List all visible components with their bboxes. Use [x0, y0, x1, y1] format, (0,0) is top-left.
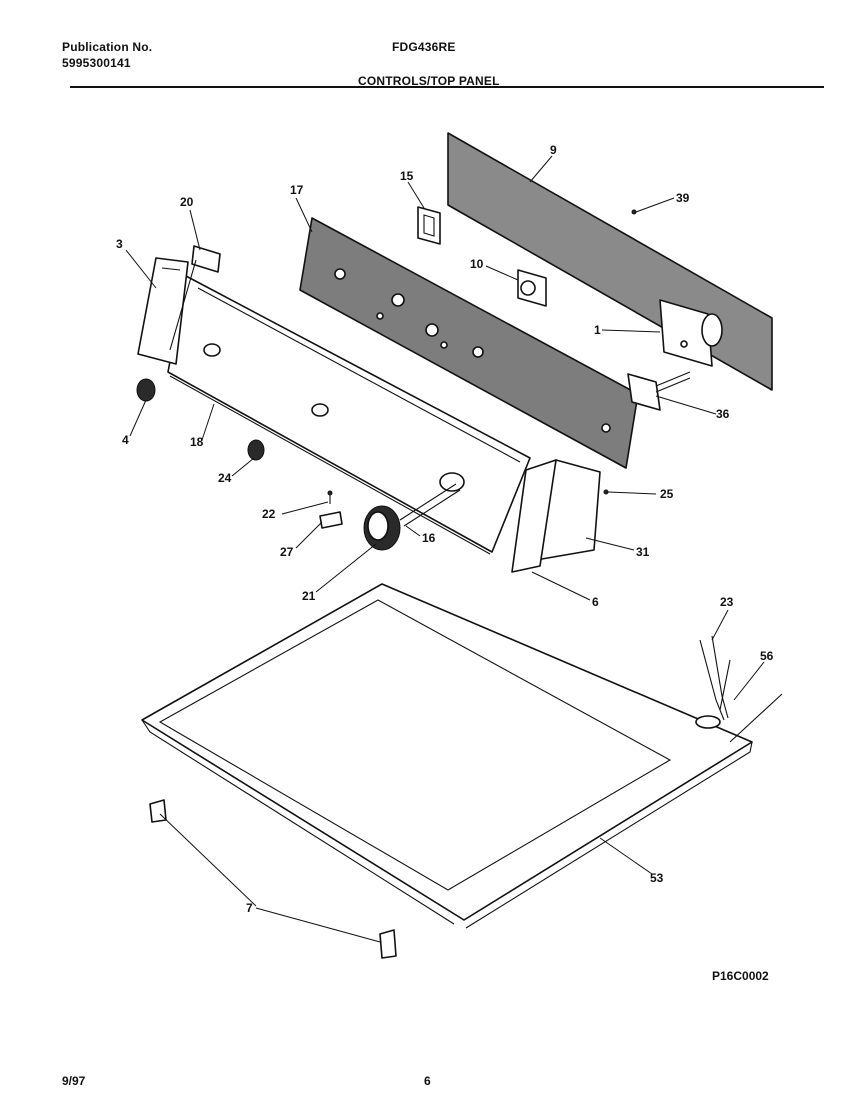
callout-36: 36 — [716, 407, 730, 421]
drawing-code: P16C0002 — [712, 969, 769, 983]
hinge-7a — [149, 799, 167, 823]
callout-1: 1 — [594, 323, 601, 337]
shaft-16 — [399, 483, 461, 527]
callout-17: 17 — [290, 183, 304, 197]
callout-3: 3 — [116, 237, 123, 251]
callout-25: 25 — [660, 487, 674, 501]
callout-56: 56 — [760, 649, 774, 663]
motor-1 — [659, 299, 723, 367]
leader-lines — [125, 155, 765, 943]
callout-9: 9 — [550, 143, 557, 157]
callout-20: 20 — [180, 195, 194, 209]
callout-23: 23 — [720, 595, 734, 609]
backplate-17 — [299, 217, 639, 469]
callout-53: 53 — [650, 871, 664, 885]
callout-6: 6 — [592, 595, 599, 609]
callout-16: 16 — [422, 531, 436, 545]
footer-page-number: 6 — [424, 1074, 431, 1088]
callout-27: 27 — [280, 545, 294, 559]
clip-27 — [319, 511, 343, 529]
callout-7: 7 — [246, 901, 253, 915]
callout-39: 39 — [676, 191, 690, 205]
publication-number: 5995300141 — [62, 56, 131, 70]
top-panel-53 — [141, 583, 753, 929]
model-number: FDG436RE — [392, 40, 456, 54]
callout-4: 4 — [122, 433, 129, 447]
screw-22 — [327, 490, 333, 504]
callout-labels: 9 39 15 17 20 3 10 1 36 4 18 24 25 22 16… — [116, 143, 774, 915]
hinge-7b — [379, 929, 397, 959]
switch-15 — [417, 206, 441, 245]
knob-21 — [363, 505, 401, 551]
section-title: CONTROLS/TOP PANEL — [358, 74, 500, 88]
knob-4 — [136, 378, 156, 402]
end-cap-3 — [137, 257, 189, 365]
callout-21: 21 — [302, 589, 316, 603]
timer-10 — [517, 269, 547, 307]
end-cap-31 — [511, 459, 601, 573]
publication-label: Publication No. — [62, 40, 153, 54]
callout-22: 22 — [262, 507, 276, 521]
footer-date: 9/97 — [62, 1074, 86, 1088]
callout-31: 31 — [636, 545, 650, 559]
knob-24 — [247, 439, 265, 461]
screw-25 — [603, 489, 609, 495]
header-rule — [70, 86, 824, 88]
harness-23 — [695, 635, 783, 743]
callout-15: 15 — [400, 169, 414, 183]
console-18 — [167, 275, 531, 555]
callout-18: 18 — [190, 435, 204, 449]
callout-24: 24 — [218, 471, 232, 485]
bracket-20 — [169, 245, 221, 351]
bracket-36 — [627, 371, 691, 411]
callout-10: 10 — [470, 257, 484, 271]
screw-39 — [631, 209, 637, 215]
